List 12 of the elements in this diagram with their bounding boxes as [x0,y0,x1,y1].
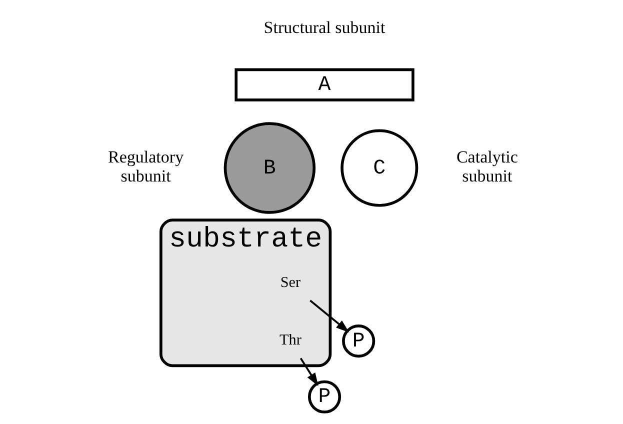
node-circle: B [223,122,316,214]
node-label: Structural subunit [263,18,385,38]
node-circle: P [307,380,341,414]
arrow [309,300,349,332]
node-circle: P [342,324,375,358]
node-box: A [234,68,414,102]
arrow [299,358,318,386]
node-label: Regulatory subunit [107,148,184,186]
node-label: Catalytic subunit [456,148,518,186]
node-circle: C [340,129,418,207]
node-text: Thr [279,332,301,349]
node-text: Ser [280,274,300,291]
